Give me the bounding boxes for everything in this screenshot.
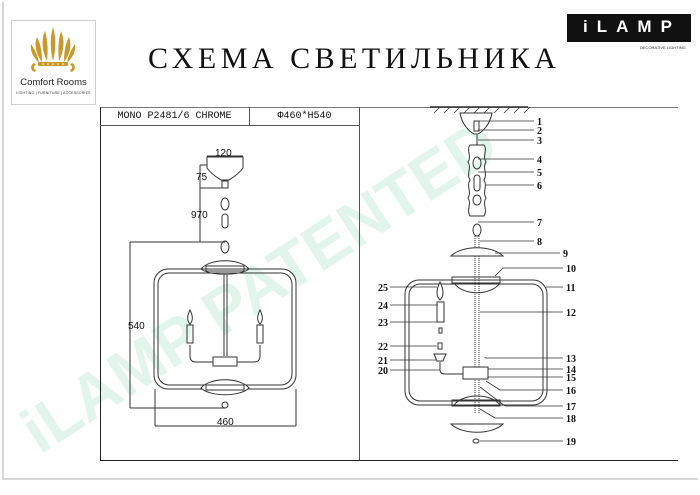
header-separator [249,107,250,125]
callout-23: 23 [378,318,388,329]
ilamp-logo-text: iLAMP [583,17,681,36]
callout-5: 5 [537,168,542,179]
callout-19: 19 [566,437,576,448]
callout-7: 7 [537,218,542,229]
model-label: MONO P2481/6 CHROME [117,111,232,122]
callout-8: 8 [537,237,542,248]
dim-body-width: 460 [217,417,234,428]
dim-chain-length: 970 [191,210,208,221]
callout-16: 16 [566,386,576,397]
callout-20: 20 [378,366,388,377]
page-border [2,2,698,480]
callout-15: 15 [566,373,576,384]
header-row-line [100,125,359,126]
callout-18: 18 [566,414,576,425]
crown-icon [30,27,76,72]
drawing-frame [100,107,678,461]
callout-11: 11 [566,283,575,294]
callout-6: 6 [537,181,542,192]
callout-2: 2 [537,126,542,137]
callout-24: 24 [378,301,388,312]
ilamp-logo: iLAMP [567,14,691,42]
dim-canopy-width: 120 [215,148,232,159]
callout-14: 14 [566,365,576,376]
comfort-rooms-logo: Comfort Rooms LIGHTING | FURNITURE | ACC… [11,20,96,105]
comfort-rooms-tagline: LIGHTING | FURNITURE | ACCESSORIES [16,91,91,95]
dim-body-height: 540 [128,321,145,332]
callout-13: 13 [566,354,576,365]
comfort-rooms-name: Comfort Rooms [20,77,87,88]
callout-12: 12 [566,308,576,319]
frame-divider [359,107,360,460]
callout-25: 25 [378,283,388,294]
ilamp-tagline: DECORATIVE LIGHTING [640,45,686,50]
callout-9: 9 [563,249,568,260]
callout-3: 3 [537,136,542,147]
size-label: Φ460*H540 [277,111,332,122]
dim-canopy-height: 75 [196,172,208,183]
callout-1: 1 [537,117,542,128]
callout-21: 21 [378,356,388,367]
callout-10: 10 [566,264,576,275]
callout-22: 22 [378,342,388,353]
callout-4: 4 [537,155,542,166]
callout-17: 17 [566,402,576,413]
page-title: СХЕМА СВЕТИЛЬНИКА [148,42,561,75]
